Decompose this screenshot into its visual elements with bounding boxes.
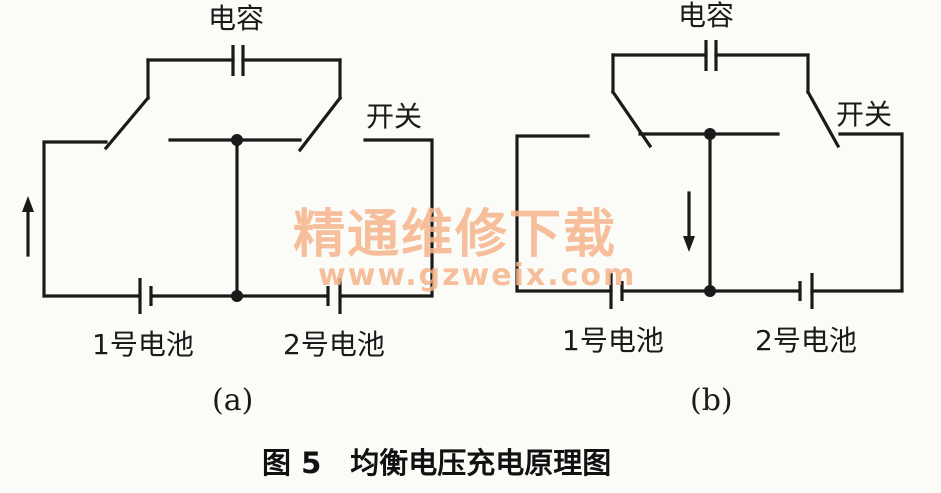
figure-caption: 图 5 均衡电压充电原理图 — [262, 446, 611, 480]
panel-b-left-switch — [610, 53, 653, 149]
panel-a-battery-2-label: 2号电池 — [283, 328, 385, 361]
panel-b-junction-top — [704, 128, 716, 140]
panel-a-capacitor — [146, 45, 342, 76]
panel-b-battery-1 — [609, 273, 712, 309]
watermark: 精通维修下载 www.gzweix.com — [293, 205, 636, 293]
panel-b-capacitor — [611, 40, 810, 71]
panel-b-battery-1-label: 1号电池 — [562, 324, 664, 357]
panel-a-right-switch — [297, 58, 343, 153]
panel-b-switch-label: 开关 — [836, 98, 892, 131]
watermark-text: 精通维修下载 — [293, 205, 617, 265]
panel-a-battery-2 — [235, 138, 434, 314]
watermark-url: www.gzweix.com — [318, 258, 636, 293]
panel-b-middle-branch — [638, 128, 780, 297]
panel-b-left-loop — [515, 134, 613, 293]
panel-a: 电容 开关 1号电池 2号电池 (a) — [22, 2, 434, 418]
panel-b: 电容 开关 1号电池 2号电池 (b) — [515, 0, 904, 418]
panel-b-right-switch — [805, 53, 841, 149]
panel-a-battery-1-label: 1号电池 — [92, 328, 194, 361]
panel-a-switch-label: 开关 — [366, 100, 422, 133]
panel-a-capacitor-label: 电容 — [208, 2, 264, 35]
panel-a-junction-top — [231, 134, 243, 146]
panel-a-middle-branch — [168, 134, 302, 302]
panel-a-current-arrow-up-icon — [22, 196, 34, 257]
panel-b-battery-2 — [708, 132, 904, 309]
panel-b-capacitor-label: 电容 — [678, 0, 734, 32]
panel-a-battery-1 — [138, 278, 239, 314]
panel-b-battery-2-label: 2号电池 — [755, 324, 857, 357]
panel-b-sublabel: (b) — [690, 383, 733, 418]
panel-a-left-loop — [42, 140, 142, 298]
panel-a-sublabel: (a) — [212, 383, 253, 418]
panel-a-left-switch — [103, 58, 151, 151]
panel-b-current-arrow-down-icon — [683, 191, 695, 252]
